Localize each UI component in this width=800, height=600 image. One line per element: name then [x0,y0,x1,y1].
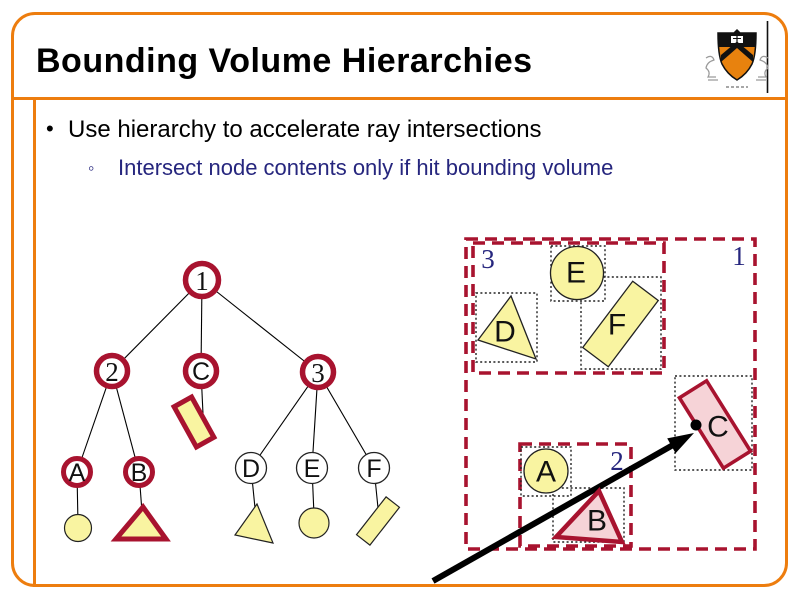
scene-label-d: D [494,316,516,349]
scene-box-2-label: 2 [610,446,624,476]
scene-box-1-label: 1 [732,241,746,271]
tree-node-c-label: C [192,358,210,386]
sub-bullet-marker: ◦ [88,158,95,178]
scene-dotted-box-c [674,375,753,471]
title-separator-line [11,97,788,100]
hierarchy-tree: 1 2 C 3 A B D E F [61,260,401,546]
scene-shape-rect-f [581,280,660,368]
tree-shape-rect-f [355,496,401,546]
tree-shape-circle-e [298,507,330,539]
tree-node-f-label: F [366,455,381,483]
ray-arrow [431,433,694,584]
scene-shape-circle-a [523,448,569,494]
tree-node-d-label: D [242,455,260,483]
scene-dotted-box-d [475,292,538,363]
tree-node-3 [299,353,337,391]
bullet-text: Use hierarchy to accelerate ray intersec… [68,116,542,143]
tree-node-b-label: B [131,459,148,487]
tree-node-a [61,456,93,488]
scene-box-1 [464,237,757,551]
scene-shape-triangle-b [551,486,626,545]
tree-node-c [182,352,220,390]
scene-box-3-label: 3 [481,244,495,274]
scene-dotted-box-f [580,276,662,370]
scene-shape-rect-c [676,378,754,471]
sub-bullet-text: Intersect node contents only if hit boun… [118,155,614,180]
tree-shape-rect-c [170,393,218,451]
princeton-shield-logo [705,21,769,93]
ray-arrowhead [667,433,694,454]
bullet-marker: • [46,116,54,141]
tree-node-e-label: E [304,455,321,483]
tree-node-3-label: 3 [311,358,325,388]
scene-box-3 [471,241,666,375]
tree-node-1-label: 1 [195,266,209,296]
shield-chevron [721,41,753,62]
slide-border [11,12,788,587]
tree-node-a-label: A [69,459,86,487]
tree-node-f [357,451,391,485]
tree-node-1 [182,260,222,300]
sub-bullet-point: ◦ Intersect node contents only if hit bo… [88,155,613,181]
tree-node-b [123,456,155,488]
scene-shape-circle-e [549,245,605,301]
tree-node-d [234,451,268,485]
tree-shape-circle-a [63,513,93,543]
scene-label-a: A [536,456,556,489]
tree-edges [76,279,379,526]
scene-box-2 [518,442,633,548]
scene-dotted-box-a [520,446,572,497]
scene-label-c: C [707,411,729,444]
scene-shape-triangle-d [476,294,538,361]
ray-hit-point [690,419,702,431]
bullet-point: • Use hierarchy to accelerate ray inters… [46,116,542,144]
tree-shape-triangle-d [233,502,274,544]
tree-node-2-label: 2 [105,357,119,387]
tree-node-e [295,451,329,485]
shield-side-ornaments [705,55,769,81]
tree-shape-triangle-b [110,502,171,542]
content-left-line [33,100,36,587]
scene-label-f: F [608,309,626,342]
tree-node-2 [93,352,131,390]
scene-dotted-box-b [552,487,625,543]
scene-label-e: E [566,257,586,290]
scene-diagram: 3 1 2 D E F A B C [431,237,757,584]
page-title: Bounding Volume Hierarchies [36,42,533,80]
scene-label-b: B [587,505,607,538]
